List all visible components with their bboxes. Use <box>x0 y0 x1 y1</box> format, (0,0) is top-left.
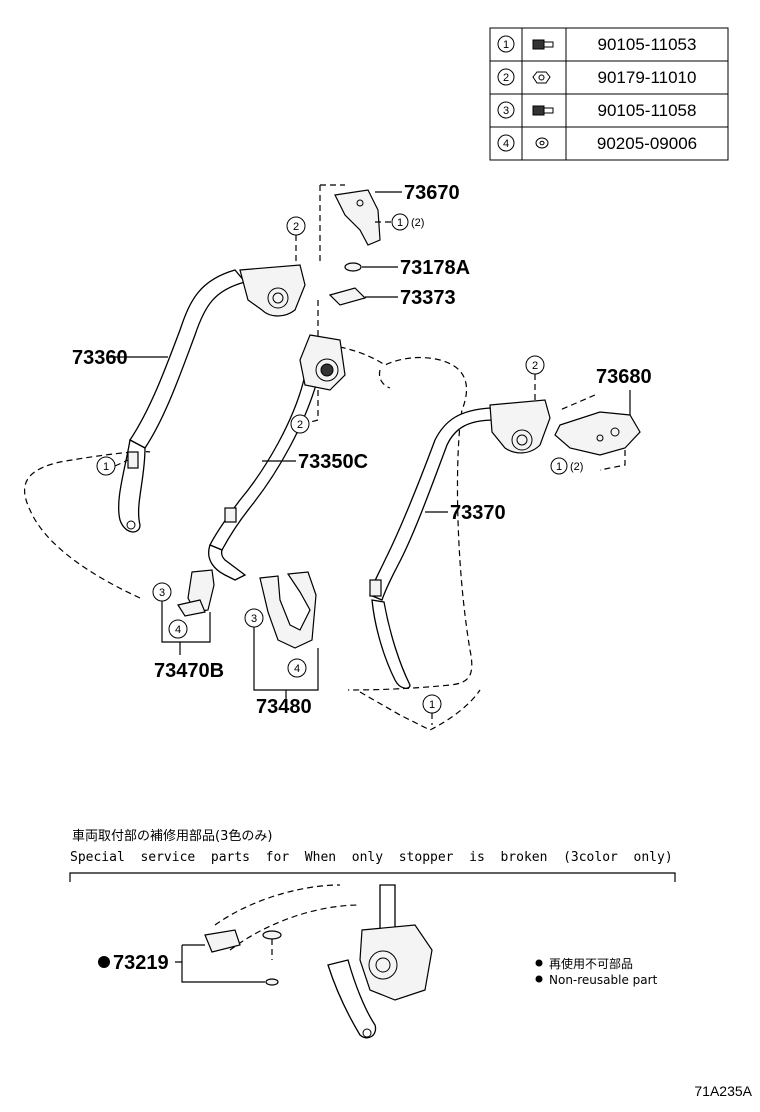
retractor-right <box>489 399 551 454</box>
bracket-73680 <box>554 411 641 456</box>
callout-73670: 73670 <box>404 182 460 204</box>
qty-label: (2) <box>570 461 583 473</box>
washer-icon <box>535 137 549 149</box>
cover-73178a <box>344 262 362 272</box>
buckle-73470b <box>177 569 215 617</box>
ref-number: 2 <box>503 72 509 84</box>
ref-number: 1 <box>503 39 509 51</box>
ref-circle-1: 1 <box>103 461 109 473</box>
cover-73373 <box>328 287 367 306</box>
legend-english: Non-reusable part <box>549 973 658 987</box>
parts-table: 1 90105-11053 2 90179-11010 3 <box>489 27 729 161</box>
bullet-icon <box>535 959 543 967</box>
part-number: 90105-11053 <box>598 35 697 54</box>
non-reusable-bullet-icon <box>98 956 110 968</box>
callout-73370: 73370 <box>450 502 506 524</box>
callout-73178a: 73178A <box>400 257 470 279</box>
callout-73470b: 73470B <box>154 660 224 682</box>
part-number: 90105-11058 <box>598 101 697 120</box>
ref-circle-2: 2 <box>532 360 538 372</box>
retractor-detail <box>359 924 433 1001</box>
callout-73219: 73219 <box>113 952 169 974</box>
retractor-center <box>299 334 346 391</box>
qty-label: (2) <box>411 217 424 229</box>
seatbelt-73360 <box>117 264 306 533</box>
table-row: 4 90205-09006 <box>497 134 697 153</box>
callout-73680: 73680 <box>596 366 652 388</box>
bullet-icon <box>535 975 543 983</box>
ref-number: 3 <box>503 105 509 117</box>
diagram-code: 71A235A <box>694 1083 752 1099</box>
table-row: 1 90105-11053 <box>497 35 697 54</box>
table-row: 3 90105-11058 <box>497 101 697 120</box>
stopper-73219 <box>262 930 282 986</box>
buckle-73480 <box>259 571 317 649</box>
detail-illustration <box>204 884 433 1039</box>
ref-circle-4: 4 <box>294 663 300 675</box>
part-number: 90205-09006 <box>597 134 697 153</box>
table-row: 2 90179-11010 <box>497 68 697 87</box>
note-bracket <box>69 872 676 882</box>
ref-circle-3: 3 <box>159 587 165 599</box>
legend-japanese: 再使用不可部品 <box>549 956 633 971</box>
seatbelt-73350c <box>208 334 346 581</box>
bolt-icon <box>532 39 554 50</box>
note-english: Special service parts for When only stop… <box>70 850 673 865</box>
ref-circle-2: 2 <box>293 221 299 233</box>
ref-circle-1: 1 <box>429 699 435 711</box>
bolt-icon <box>532 105 554 116</box>
ref-circle-2: 2 <box>297 419 303 431</box>
ref-circle-1: 1 <box>556 461 562 473</box>
note-japanese: 車両取付部の補修用部品(3色のみ) <box>72 828 272 844</box>
retractor-upper-left <box>239 264 306 317</box>
ref-circle-1: 1 <box>397 217 403 229</box>
callout-73350c: 73350C <box>298 451 368 473</box>
ref-number: 4 <box>503 138 509 150</box>
seatbelt-73370 <box>369 399 551 689</box>
callout-73480: 73480 <box>256 696 312 718</box>
callout-73360: 73360 <box>72 347 128 369</box>
callout-73373: 73373 <box>400 287 456 309</box>
ref-circle-4: 4 <box>175 624 181 636</box>
bracket-73670 <box>334 189 381 246</box>
nut-icon <box>532 71 551 84</box>
part-number: 90179-11010 <box>598 68 697 87</box>
ref-circle-3: 3 <box>251 613 257 625</box>
